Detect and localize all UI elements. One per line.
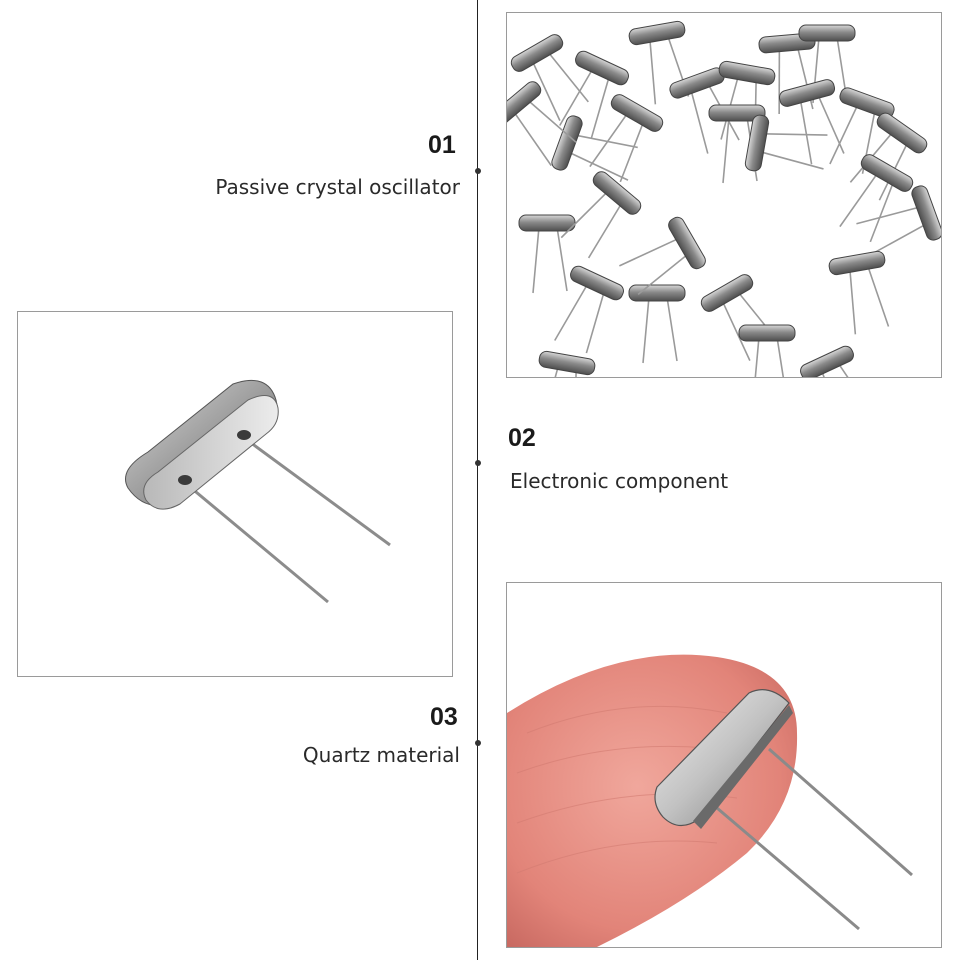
single-crystal-illustration: [125, 380, 391, 604]
oscillator-11: [589, 94, 664, 183]
oscillator-15: [856, 185, 941, 256]
oscillator-24: [538, 350, 596, 377]
feature-number-02: 02: [508, 424, 536, 452]
oscillator-1: [510, 34, 589, 121]
oscillator-26: [744, 114, 828, 172]
oscillator-2: [559, 50, 629, 139]
crystal-pile-illustration: [507, 20, 941, 377]
oscillator-18: [554, 265, 624, 354]
oscillator-23: [619, 216, 706, 295]
oscillator-25: [507, 81, 577, 167]
oscillator-17: [560, 171, 642, 259]
oscillator-22: [800, 345, 875, 377]
timeline-dot-01: [475, 168, 481, 174]
oscillator-10: [551, 115, 638, 181]
oscillator-16: [518, 214, 576, 294]
feature-number-03: 03: [430, 703, 458, 731]
timeline-line: [477, 0, 478, 960]
product-image-pile: [506, 12, 942, 378]
feature-caption-01: Passive crystal oscillator: [215, 175, 460, 199]
oscillator-27: [828, 250, 890, 335]
oscillator-13: [778, 79, 845, 165]
oscillator-9: [849, 112, 928, 201]
timeline-dot-03: [475, 740, 481, 746]
feature-caption-03: Quartz material: [302, 743, 460, 767]
product-image-single: [17, 311, 453, 677]
oscillator-21: [738, 324, 796, 377]
fingertip-illustration: [507, 654, 913, 947]
oscillator-19: [628, 284, 686, 364]
oscillator-8: [829, 87, 895, 174]
oscillator-20: [700, 274, 779, 361]
oscillator-14: [839, 154, 914, 243]
feature-number-01: 01: [428, 131, 456, 159]
feature-caption-02: Electronic component: [510, 469, 729, 493]
timeline-dot-02: [475, 460, 481, 466]
product-image-finger: [506, 582, 942, 948]
